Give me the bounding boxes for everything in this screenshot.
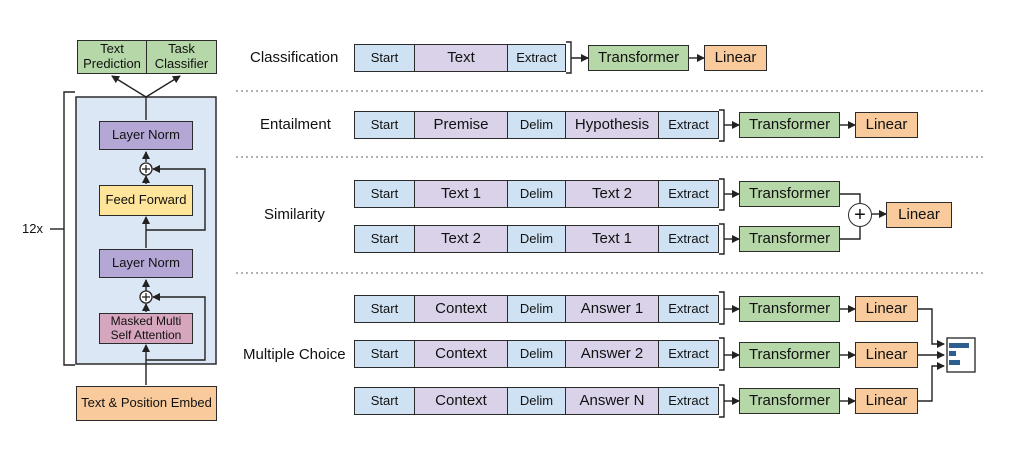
- transformer-box: Transformer: [739, 342, 840, 368]
- transformer-box: Transformer: [739, 388, 840, 414]
- token-delim: Delim: [507, 387, 566, 415]
- token-extract: Extract: [658, 340, 719, 368]
- transformer-box: Transformer: [739, 226, 840, 252]
- transformer-box: Transformer: [739, 181, 840, 207]
- text-prediction-box: Text Prediction: [77, 40, 147, 74]
- linear-box: Linear: [855, 112, 918, 138]
- linear-box: Linear: [704, 45, 767, 71]
- classification-label: Classification: [250, 49, 339, 66]
- token-text-1: Text 1: [414, 180, 508, 208]
- token-start: Start: [354, 340, 415, 368]
- token-extract: Extract: [658, 180, 719, 208]
- entailment-label: Entailment: [260, 116, 331, 133]
- transformer-box: Transformer: [739, 296, 840, 322]
- layer-norm-bottom: Layer Norm: [99, 249, 193, 278]
- linear-box: Linear: [855, 342, 918, 368]
- token-start: Start: [354, 180, 415, 208]
- token-hypothesis: Hypothesis: [565, 111, 659, 139]
- transformer-box: Transformer: [588, 45, 689, 71]
- token-text: Text: [414, 44, 508, 72]
- feed-forward-box: Feed Forward: [99, 185, 193, 216]
- linear-box: Linear: [855, 388, 918, 414]
- similarity-label: Similarity: [264, 206, 325, 223]
- token-start: Start: [354, 225, 415, 253]
- token-delim: Delim: [507, 111, 566, 139]
- linear-box: Linear: [855, 296, 918, 322]
- token-start: Start: [354, 44, 415, 72]
- token-start: Start: [354, 111, 415, 139]
- token-context: Context: [414, 387, 508, 415]
- token-premise: Premise: [414, 111, 508, 139]
- layer-norm-top: Layer Norm: [99, 121, 193, 150]
- token-answer-1: Answer 1: [565, 295, 659, 323]
- token-text-2: Text 2: [414, 225, 508, 253]
- token-start: Start: [354, 295, 415, 323]
- token-answer-n: Answer N: [565, 387, 659, 415]
- add-operator: +: [848, 203, 872, 227]
- token-extract: Extract: [658, 111, 719, 139]
- transformer-box: Transformer: [739, 112, 840, 138]
- token-extract: Extract: [658, 295, 719, 323]
- token-delim: Delim: [507, 295, 566, 323]
- token-extract: Extract: [658, 387, 719, 415]
- token-context: Context: [414, 340, 508, 368]
- token-delim: Delim: [507, 225, 566, 253]
- repeat-label: 12x: [22, 221, 43, 236]
- token-delim: Delim: [507, 180, 566, 208]
- task-classifier-box: Task Classifier: [146, 40, 217, 74]
- token-context: Context: [414, 295, 508, 323]
- token-answer-2: Answer 2: [565, 340, 659, 368]
- masked-attention-box: Masked Multi Self Attention: [99, 313, 193, 344]
- text-position-embed-box: Text & Position Embed: [76, 386, 217, 421]
- softmax-icon: [946, 337, 976, 373]
- token-delim: Delim: [507, 340, 566, 368]
- token-text-2: Text 2: [565, 180, 659, 208]
- token-start: Start: [354, 387, 415, 415]
- linear-box: Linear: [886, 202, 952, 228]
- multiple-choice-label: Multiple Choice: [243, 346, 346, 363]
- token-extract: Extract: [507, 44, 566, 72]
- token-extract: Extract: [658, 225, 719, 253]
- token-text-1: Text 1: [565, 225, 659, 253]
